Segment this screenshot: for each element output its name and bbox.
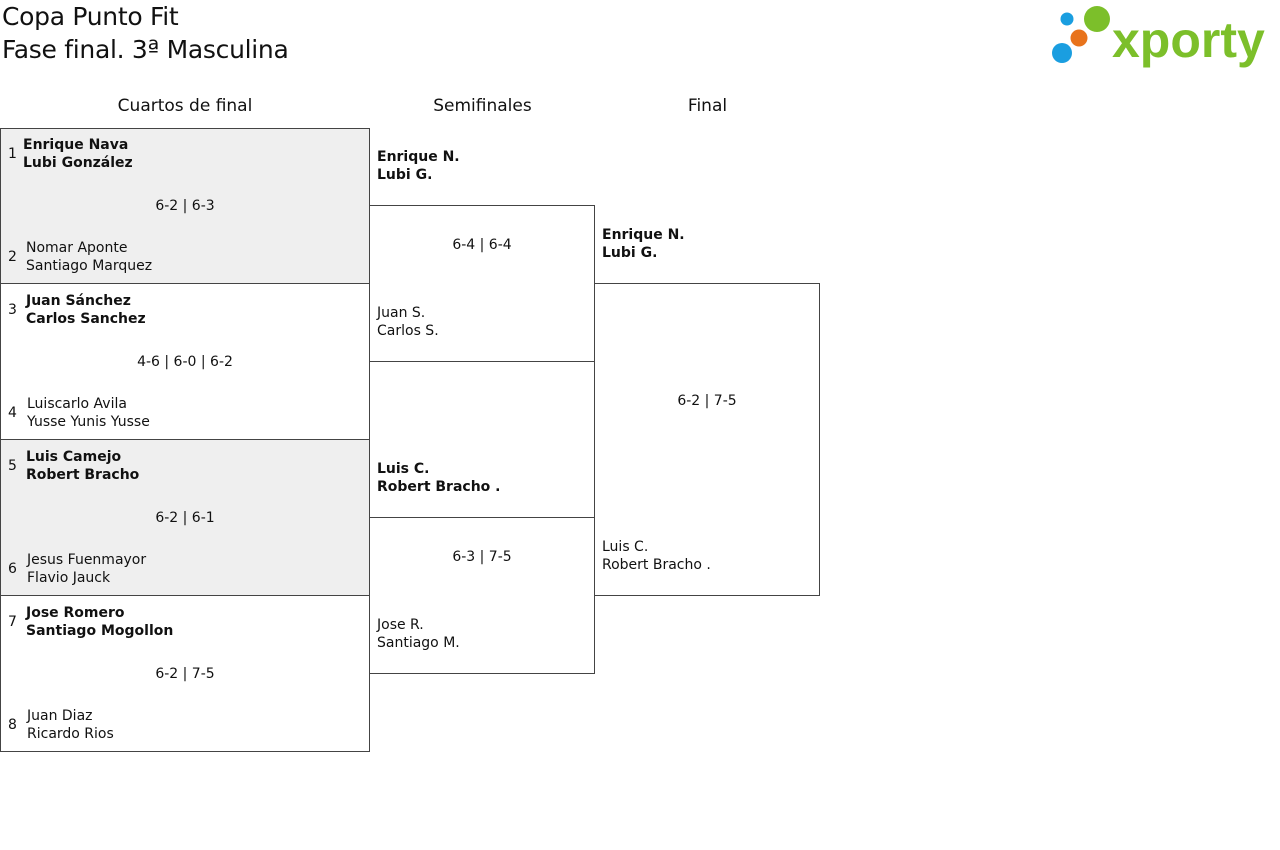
round-header-final: Final: [687, 96, 728, 116]
match-score: 6-2 | 7-5: [155, 666, 215, 682]
player-name: Juan S.: [377, 305, 426, 321]
match-score: 6-3 | 7-5: [452, 549, 512, 565]
player-name: Robert Bracho: [26, 467, 140, 483]
match-score: 6-4 | 6-4: [452, 237, 512, 253]
team-loser: Luis C. Robert Bracho .: [602, 538, 711, 574]
player-name: Jesus Fuenmayor: [27, 552, 147, 568]
seed-number: 3: [8, 302, 17, 318]
player-name: Enrique N.: [602, 227, 685, 243]
semifinal-1-team-winner: Enrique N. Lubi G.: [377, 148, 460, 184]
player-name: Carlos Sanchez: [26, 311, 146, 327]
round-header-quarterfinals: Cuartos de final: [117, 96, 253, 116]
team-loser: Juan S. Carlos S.: [377, 304, 439, 340]
seed-number: 6: [8, 561, 17, 577]
logo-dot-blue-small: [1060, 12, 1074, 26]
team-loser: Jose R. Santiago M.: [377, 616, 460, 652]
player-name: Nomar Aponte: [26, 240, 128, 256]
seed-number: 4: [8, 405, 17, 421]
round-header-semifinals: Semifinales: [433, 96, 532, 116]
team-loser: Juan Diaz Ricardo Rios: [27, 707, 114, 743]
team-loser: Jesus Fuenmayor Flavio Jauck: [27, 551, 146, 587]
logo-text: xporty: [1112, 12, 1265, 68]
team-winner: Enrique Nava Lubi González: [23, 136, 133, 172]
quarterfinal-match-4: 7 Jose Romero Santiago Mogollon 6-2 | 7-…: [0, 595, 370, 752]
player-name: Flavio Jauck: [27, 570, 111, 586]
tournament-title: Copa Punto Fit: [2, 2, 179, 31]
team-winner: Jose Romero Santiago Mogollon: [26, 604, 173, 640]
logo-dot-green: [1084, 6, 1110, 32]
player-name: Yusse Yunis Yusse: [27, 414, 150, 430]
player-name: Santiago M.: [377, 635, 460, 651]
seed-number: 2: [8, 249, 17, 265]
player-name: Lubi G.: [602, 245, 658, 261]
seed-number: 8: [8, 717, 17, 733]
player-name: Juan Sánchez: [26, 293, 131, 309]
semifinal-match-1: 6-4 | 6-4 Juan S. Carlos S.: [369, 205, 595, 362]
player-name: Carlos S.: [377, 323, 439, 339]
semifinal-2-team-winner: Luis C. Robert Bracho .: [377, 460, 500, 496]
player-name: Jose R.: [377, 617, 424, 633]
team-winner: Luis Camejo Robert Bracho: [26, 448, 139, 484]
final-match: 6-2 | 7-5 Luis C. Robert Bracho .: [594, 283, 820, 596]
quarterfinal-match-3: 5 Luis Camejo Robert Bracho 6-2 | 6-1 6 …: [0, 439, 370, 596]
quarterfinal-match-1: 1 Enrique Nava Lubi González 6-2 | 6-3 2…: [0, 128, 370, 284]
player-name: Lubi González: [23, 155, 133, 171]
semifinal-match-2: 6-3 | 7-5 Jose R. Santiago M.: [369, 517, 595, 674]
player-name: Santiago Mogollon: [26, 623, 174, 639]
logo-dot-orange: [1070, 29, 1088, 47]
player-name: Robert Bracho .: [602, 557, 711, 573]
player-name: Lubi G.: [377, 167, 433, 183]
team-loser: Luiscarlo Avila Yusse Yunis Yusse: [27, 395, 150, 431]
phase-subtitle: Fase final. 3ª Masculina: [2, 35, 289, 64]
player-name: Luiscarlo Avila: [27, 396, 127, 412]
player-name: Juan Diaz: [27, 708, 93, 724]
player-name: Luis C.: [602, 539, 649, 555]
match-score: 6-2 | 6-1: [155, 510, 215, 526]
player-name: Robert Bracho .: [377, 479, 501, 495]
match-score: 6-2 | 7-5: [677, 393, 737, 409]
player-name: Jose Romero: [26, 605, 125, 621]
player-name: Luis C.: [377, 461, 430, 477]
player-name: Santiago Marquez: [26, 258, 153, 274]
seed-number: 5: [8, 458, 17, 474]
seed-number: 7: [8, 614, 17, 630]
match-score: 6-2 | 6-3: [155, 198, 215, 214]
team-loser: Nomar Aponte Santiago Marquez: [26, 239, 152, 275]
player-name: Luis Camejo: [26, 449, 122, 465]
player-name: Enrique N.: [377, 149, 460, 165]
logo-dot-blue: [1052, 43, 1072, 63]
player-name: Enrique Nava: [23, 137, 129, 153]
xporty-logo: xporty: [1052, 6, 1265, 68]
seed-number: 1: [8, 146, 17, 162]
player-name: Ricardo Rios: [27, 726, 114, 742]
final-team-winner: Enrique N. Lubi G.: [602, 226, 685, 262]
team-winner: Juan Sánchez Carlos Sanchez: [26, 292, 146, 328]
quarterfinal-match-2: 3 Juan Sánchez Carlos Sanchez 4-6 | 6-0 …: [0, 283, 370, 440]
match-score: 4-6 | 6-0 | 6-2: [137, 354, 233, 370]
